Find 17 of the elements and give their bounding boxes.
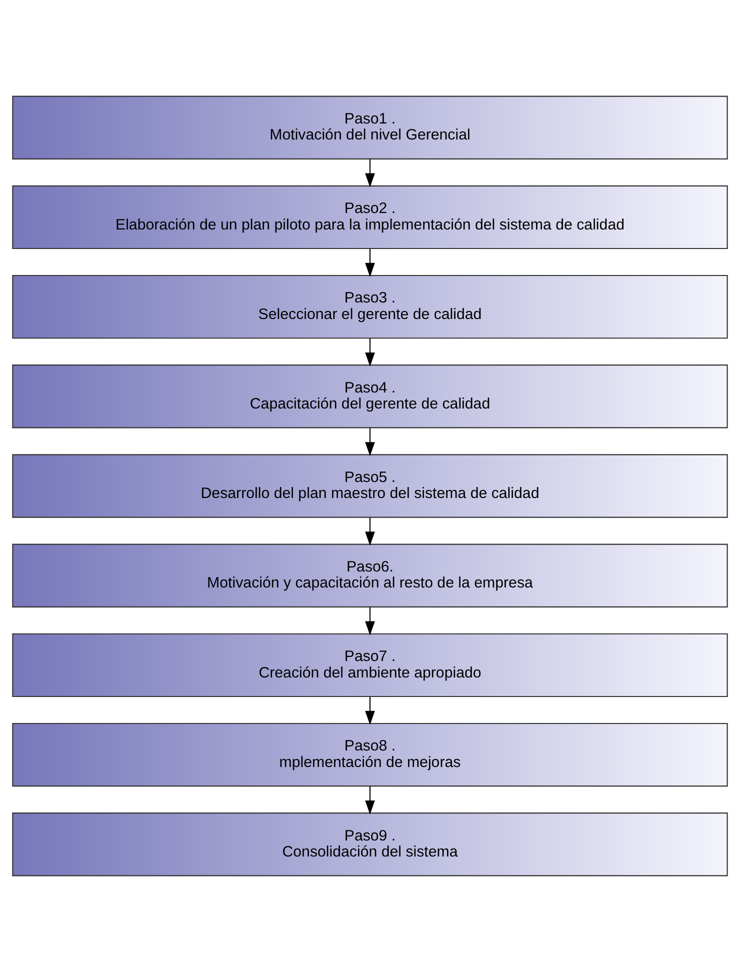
node-box: Paso7 . Creación del ambiente apropiado bbox=[12, 632, 728, 697]
arrow bbox=[365, 696, 375, 724]
node-box: Paso8 . mplementación de mejoras bbox=[12, 722, 728, 786]
node-box: Paso2 . Elaboración de un plan piloto para la implementación del sistema de calidad bbox=[12, 184, 728, 249]
arrow bbox=[365, 338, 375, 366]
arrow bbox=[365, 786, 375, 814]
node-box: Paso1 . Motivación del nivel Gerencial bbox=[12, 95, 728, 159]
arrow bbox=[365, 248, 375, 276]
node-box: Paso3 . Seleccionar el gerente de calidad bbox=[12, 274, 728, 338]
node-box: Paso9 . Consolidación del sistema bbox=[12, 812, 728, 876]
arrow bbox=[365, 158, 375, 187]
arrow bbox=[365, 517, 375, 546]
arrow bbox=[365, 606, 375, 635]
node-box: Paso5 . Desarrollo del plan maestro del sistema de calidad bbox=[12, 454, 728, 518]
arrow bbox=[365, 428, 375, 456]
node-box: Paso6. Motivación y capacitación al resto de la empresa bbox=[12, 543, 728, 607]
node-box: Paso4 . Capacitación del gerente de calidad bbox=[12, 364, 728, 428]
